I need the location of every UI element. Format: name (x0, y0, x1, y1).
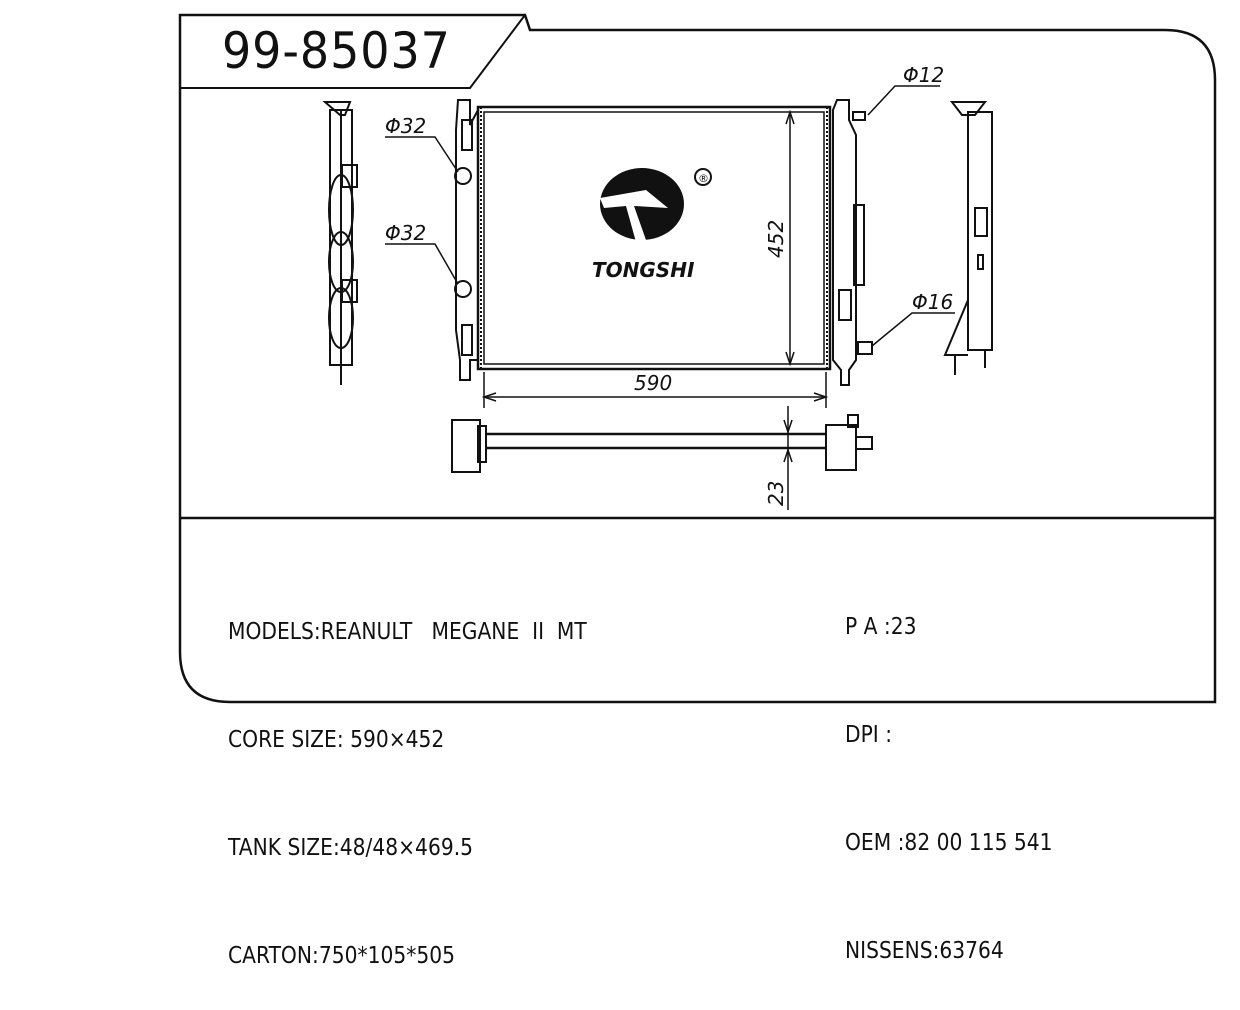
spec-oem: OEM :82 00 115 541 (845, 830, 1053, 856)
width-label: 590 (634, 371, 672, 395)
inlet-top-label: Φ32 (385, 114, 426, 138)
title-tab (180, 14, 526, 89)
registered-mark: ® (698, 172, 709, 185)
radiator-core (454, 99, 873, 386)
tongshi-logo: ® TONGSHI (592, 168, 712, 282)
spec-tank-size: TANK SIZE:48/48×469.5 (228, 835, 474, 861)
thickness-label: 23 (764, 481, 788, 506)
radiator-drawing: ® TONGSHI Φ32 Φ32 Φ12 Φ16 590 452 23 (178, 13, 1217, 704)
spec-pa: P A :23 (845, 614, 917, 640)
brand-name: TONGSHI (592, 258, 695, 282)
inlet-bottom-label: Φ32 (385, 221, 426, 245)
left-side-view (322, 101, 358, 385)
top-view (451, 406, 873, 510)
spec-nissens: NISSENS:63764 (845, 938, 1004, 964)
outlet-bottom-label: Φ16 (912, 290, 953, 314)
specs-left: MODELS:REANULT MEGANE II MT CORE SIZE: 5… (228, 542, 587, 1010)
spec-carton: CARTON:750*105*505 (228, 943, 455, 969)
part-number-title: 99-85037 (222, 22, 451, 80)
height-label: 452 (764, 220, 788, 258)
spec-dpi: DPI : (845, 722, 893, 748)
right-side-view (943, 101, 993, 375)
spec-core-size: CORE SIZE: 590×452 (228, 727, 445, 753)
outlet-top-label: Φ12 (903, 63, 944, 87)
spec-models: MODELS:REANULT MEGANE II MT (228, 619, 587, 645)
frame-border (178, 13, 1217, 704)
specs-right: P A :23 DPI : OEM :82 00 115 541 NISSENS… (845, 537, 1053, 1005)
